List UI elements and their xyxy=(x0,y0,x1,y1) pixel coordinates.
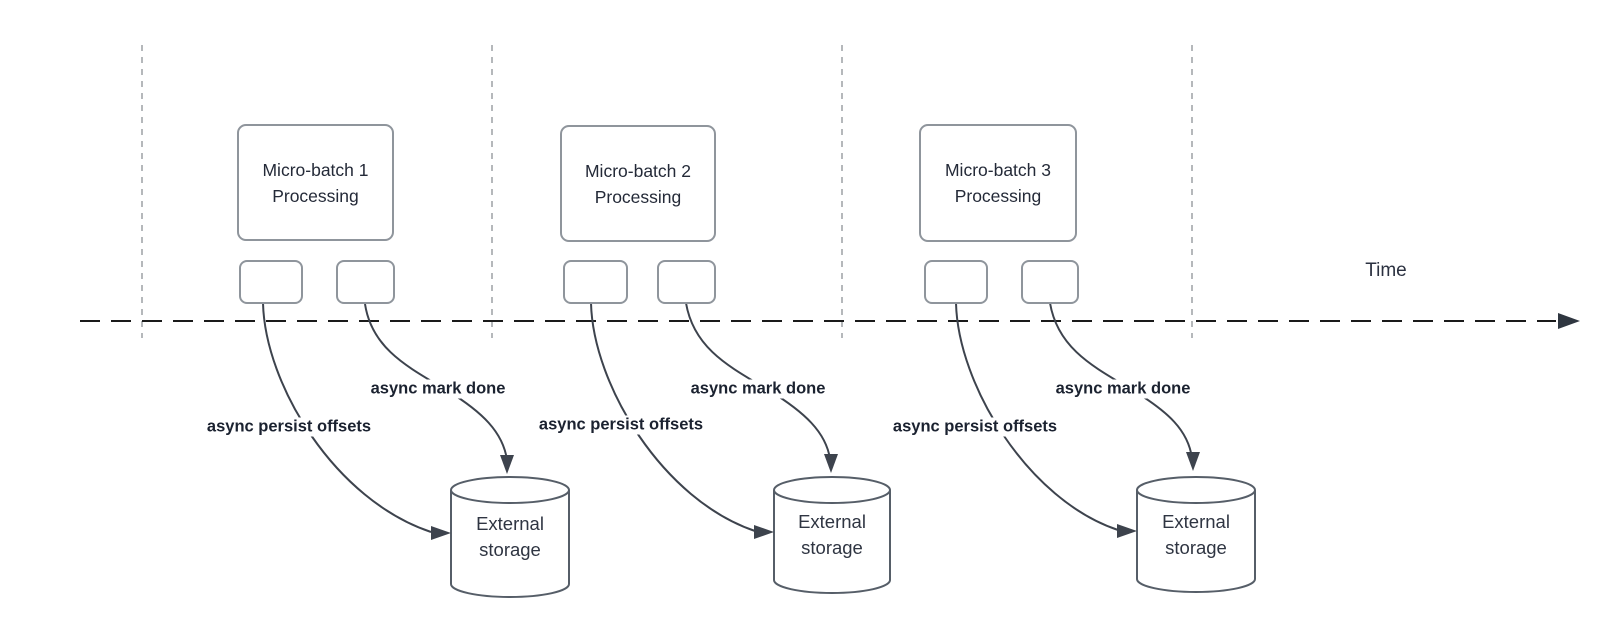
processing-box-3-subtitle: Processing xyxy=(954,186,1042,206)
persist-arrow-label-1: async persist offsets xyxy=(203,417,375,437)
persist-arrowhead-3-icon xyxy=(1117,524,1137,538)
storage-label-1-line1: External xyxy=(476,513,544,534)
time-axis xyxy=(80,313,1580,329)
async-arrowheads xyxy=(431,452,1200,540)
persist-arrowhead-1-icon xyxy=(431,526,451,540)
storage-label-2: External storage xyxy=(798,509,866,561)
processing-box-1: Micro-batch 1 Processing xyxy=(237,124,394,241)
persist-arrow-2 xyxy=(590,302,756,532)
storage-label-1: External storage xyxy=(476,511,544,563)
mark-arrow-label-2: async mark done xyxy=(687,379,829,399)
persist-task-box-1 xyxy=(239,260,303,304)
persist-task-box-3 xyxy=(924,260,988,304)
processing-box-1-subtitle: Processing xyxy=(272,185,359,206)
persist-arrow-label-2: async persist offsets xyxy=(535,415,707,435)
persist-arrowhead-2-icon xyxy=(754,525,774,539)
processing-box-3-title: Micro-batch 3 xyxy=(944,160,1051,180)
storage-label-2-line2: storage xyxy=(801,537,863,558)
mark-arrowhead-3-icon xyxy=(1186,452,1200,471)
storage-label-2-line1: External xyxy=(798,511,866,532)
processing-box-2-subtitle: Processing xyxy=(594,186,682,207)
persist-arrow-3 xyxy=(955,302,1119,531)
time-axis-arrowhead-icon xyxy=(1558,313,1580,329)
storage-label-3-line1: External xyxy=(1162,511,1230,532)
persist-task-box-2 xyxy=(563,260,628,304)
storage-label-3: External storage xyxy=(1162,509,1230,561)
mark-task-box-3 xyxy=(1021,260,1079,304)
mark-arrowhead-2-icon xyxy=(824,454,838,473)
storage-label-1-line2: storage xyxy=(479,539,541,560)
cylinder-1-icon xyxy=(450,476,570,598)
mark-arrowhead-1-icon xyxy=(500,455,514,474)
lane-divider-lines xyxy=(141,45,1193,338)
storage-cylinders xyxy=(450,476,1256,598)
storage-label-3-line2: storage xyxy=(1165,537,1227,558)
cylinder-3-icon xyxy=(1136,476,1256,593)
mark-arrow-label-3: async mark done xyxy=(1052,379,1194,399)
processing-box-1-title: Micro-batch 1 xyxy=(262,159,369,180)
processing-box-2-title: Micro-batch 2 xyxy=(584,160,691,181)
cylinder-2-icon xyxy=(773,476,891,594)
time-axis-label: Time xyxy=(1365,260,1407,281)
mark-task-box-2 xyxy=(657,260,716,304)
processing-box-2: Micro-batch 2 Processing xyxy=(560,125,716,242)
processing-box-3: Micro-batch 3 Processing xyxy=(919,124,1077,242)
persist-arrow-label-3: async persist offsets xyxy=(889,417,1061,437)
mark-task-box-1 xyxy=(336,260,395,304)
mark-arrow-label-1: async mark done xyxy=(367,379,509,399)
